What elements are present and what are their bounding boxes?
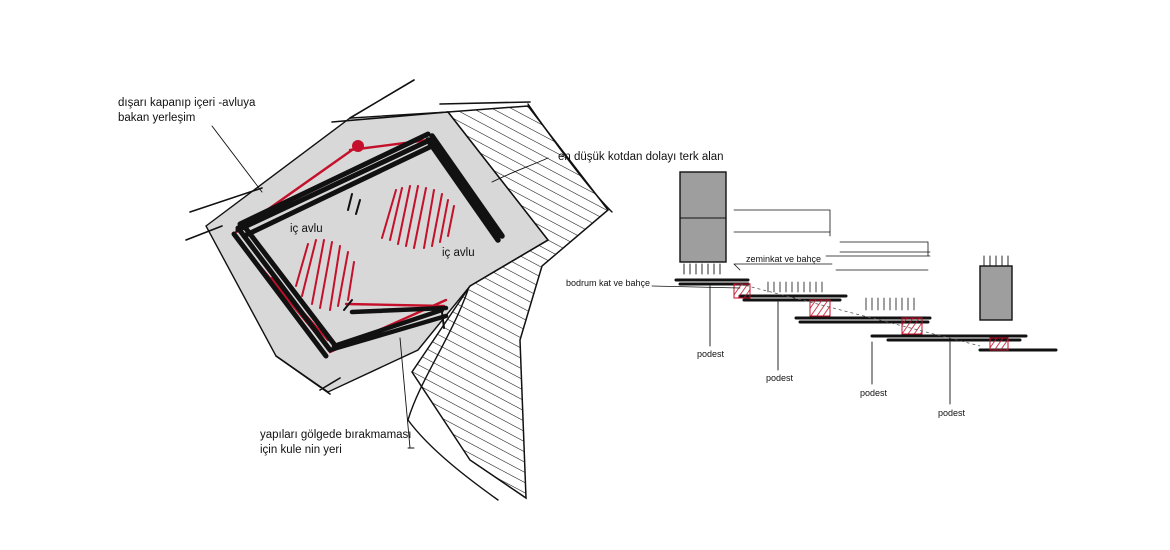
label-inner-courtyard-1: iç avlu (290, 223, 323, 235)
leader-ground-floor (733, 263, 833, 271)
landing-red-4 (989, 337, 1009, 351)
landing-red-1 (733, 283, 751, 299)
landing-red-2 (809, 299, 831, 317)
label-tower-2: için kule nin yeri (260, 444, 342, 456)
volume-outlines (733, 209, 931, 271)
right-tower-hatch (983, 255, 1009, 267)
terrace-section: zeminkat ve bahçe bodrum kat ve bahçe po… (566, 171, 1058, 418)
building-wing-east (425, 133, 505, 243)
label-tower-1: yapıları gölgede bırakmaması (260, 429, 412, 441)
label-podest-4: podest (938, 408, 966, 418)
volume-hatch-2 (865, 297, 915, 311)
hatched-area-edge (407, 103, 613, 501)
leader-abandoned-area (491, 157, 549, 183)
label-courtyard-orientation-2: bakan yerleşim (118, 112, 195, 124)
label-podest-1: podest (697, 349, 725, 359)
abandoned-hatched-area (411, 105, 610, 500)
label-basement: bodrum kat ve bahçe (566, 278, 650, 288)
left-tower-hatch (683, 263, 721, 275)
landing-red-3 (901, 317, 923, 335)
left-tower (679, 171, 727, 263)
building-wing-north (235, 131, 435, 239)
volume-hatch-1 (767, 281, 823, 293)
label-podest-3: podest (860, 388, 888, 398)
building-wing-ticks (343, 193, 445, 329)
leader-tower (399, 337, 415, 449)
leader-courtyard-orientation (211, 125, 263, 193)
label-abandoned-area: en düşük kotdan dolayı terk alan (558, 151, 724, 163)
label-courtyard-orientation-1: dışarı kapanıp içeri -avluya (118, 97, 256, 109)
red-mark (352, 140, 364, 152)
right-tower (979, 265, 1013, 321)
label-ground-floor: zeminkat ve bahçe (746, 254, 821, 264)
terrace-slab-1 (674, 278, 750, 286)
ground-dashed-line (739, 283, 981, 347)
leader-basement (651, 285, 741, 289)
building-wing-south (327, 305, 449, 353)
building-wing-west (231, 223, 337, 359)
label-inner-courtyard-2: iç avlu (442, 247, 475, 259)
courtyard-red-shading-2 (295, 239, 355, 311)
site-boundary-lines (185, 79, 531, 395)
courtyard-red-shading-1 (381, 185, 455, 249)
site-plan: dışarı kapanıp içeri -avluya bakan yerle… (118, 79, 724, 501)
label-podest-2: podest (766, 373, 794, 383)
